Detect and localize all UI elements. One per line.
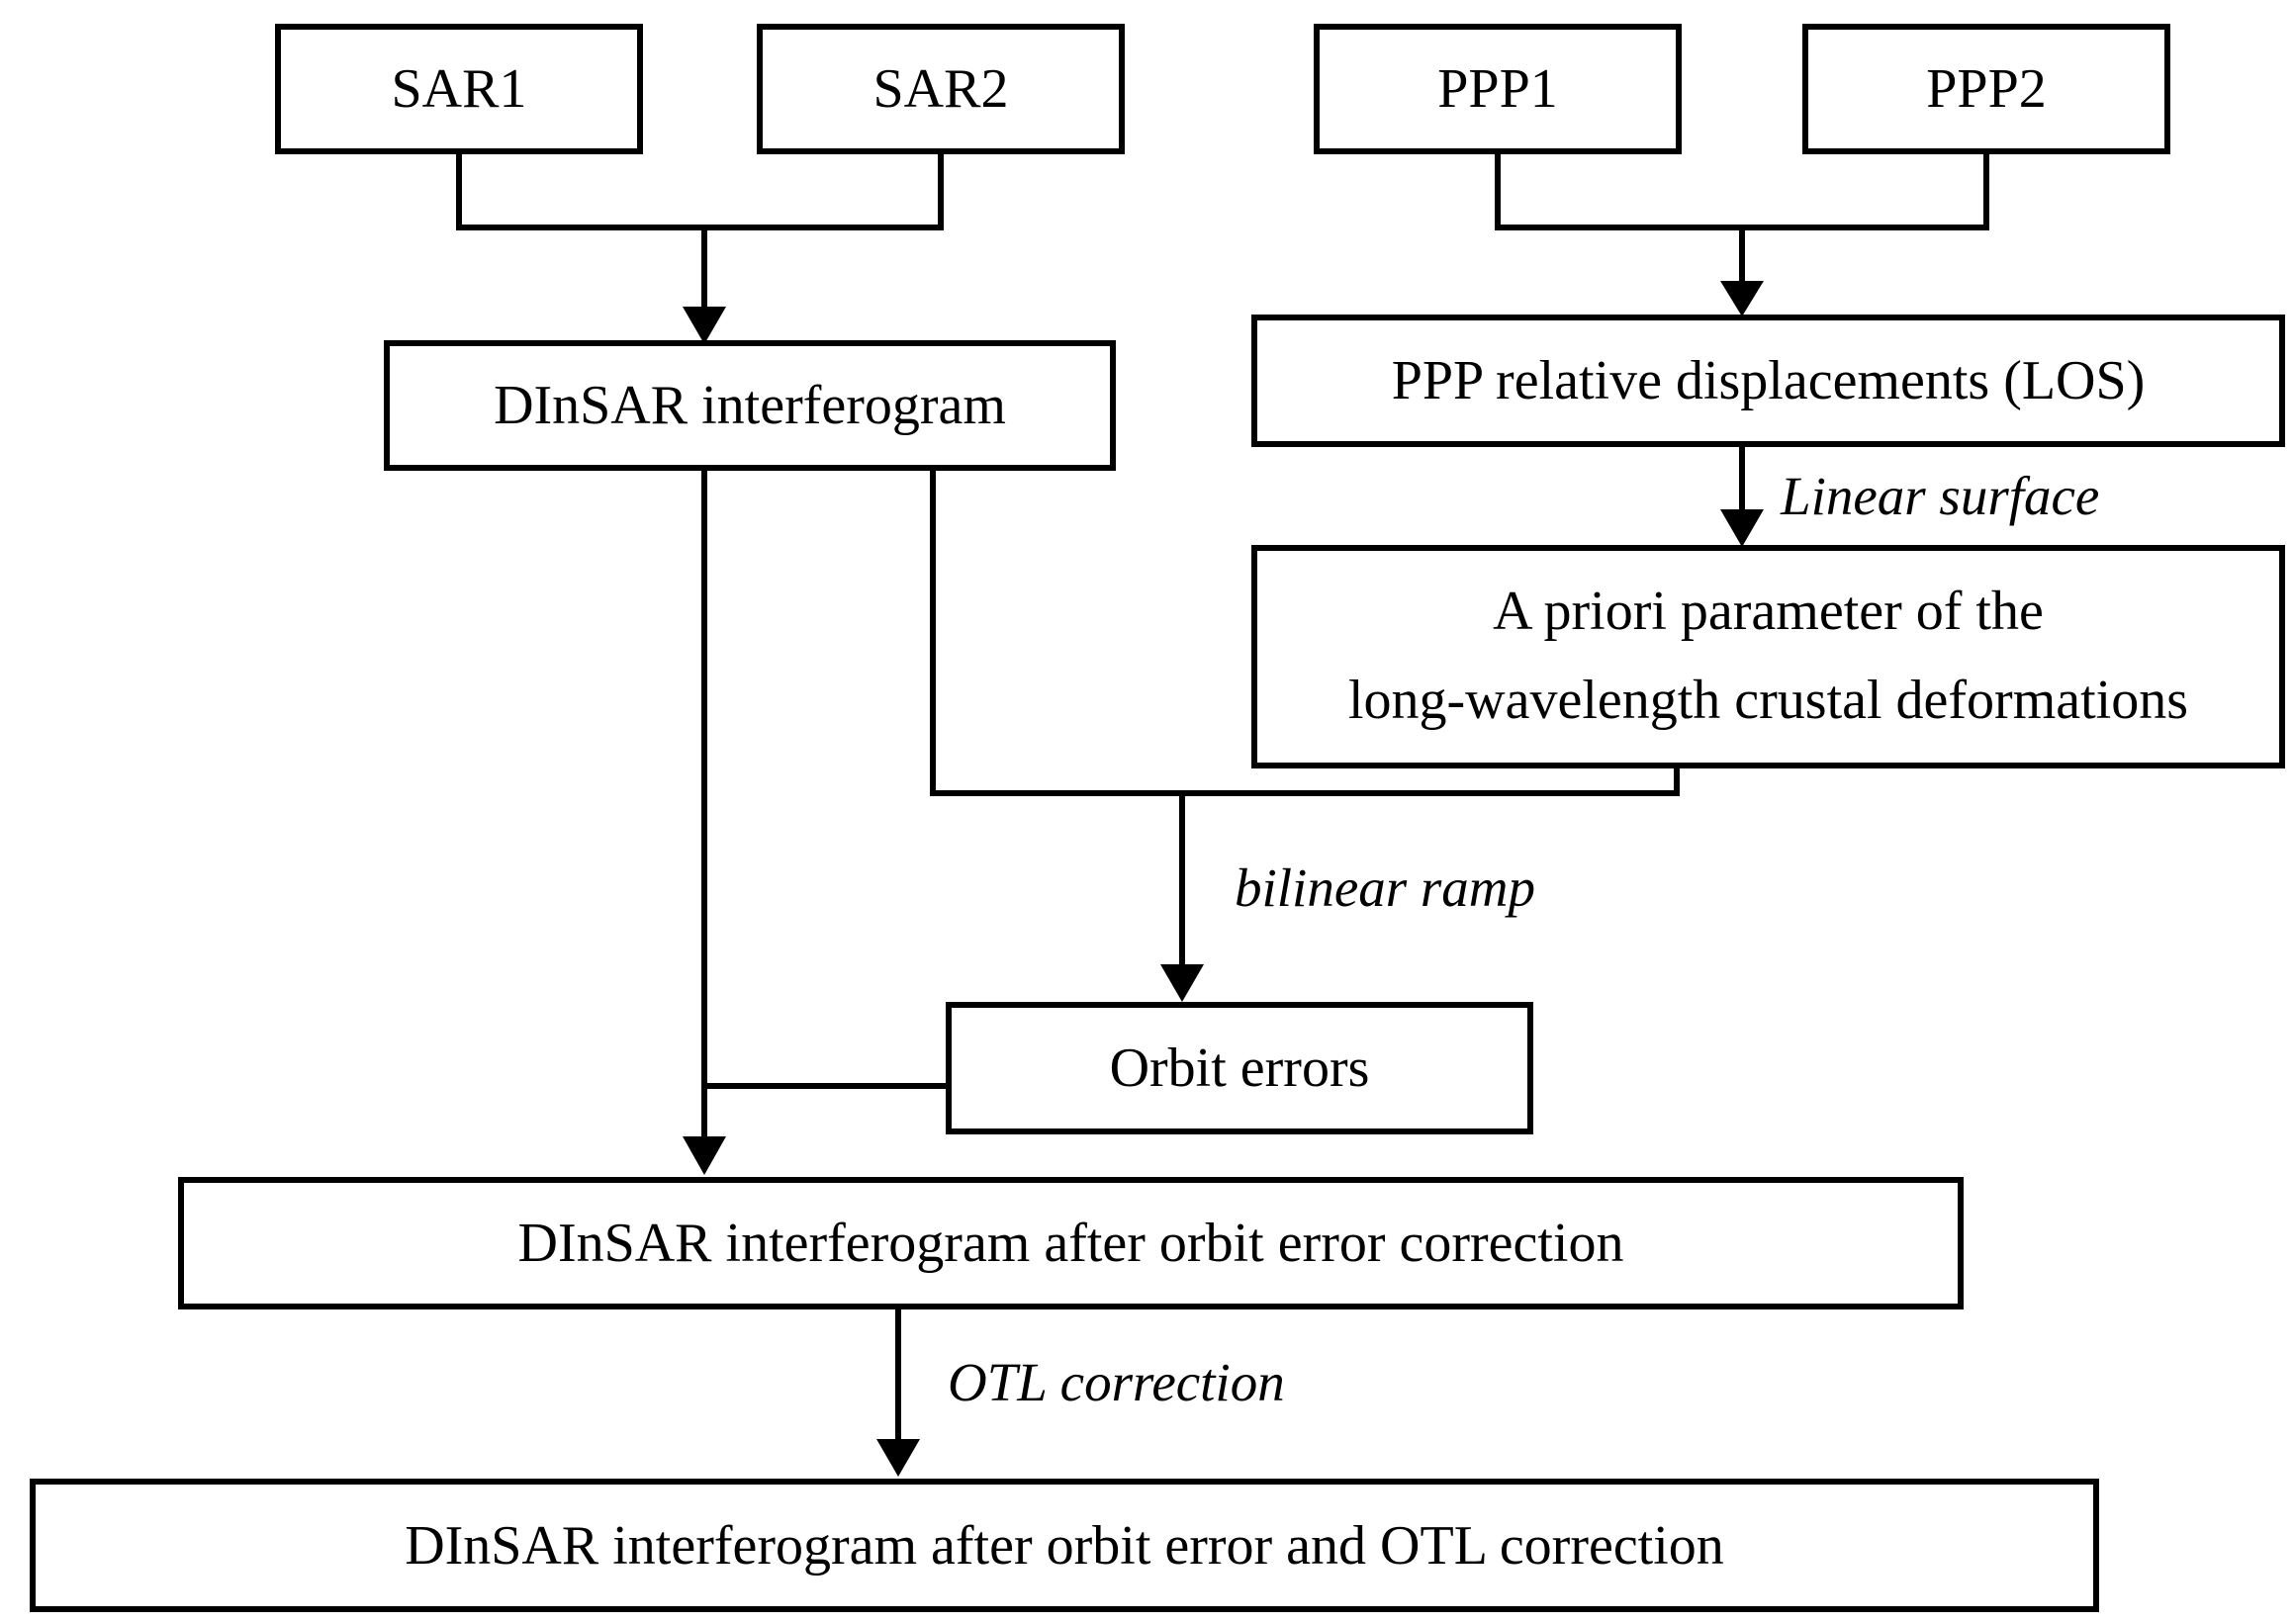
node-sar1: SAR1 — [275, 24, 643, 154]
node-dinsar-after-orbit-otl-label: DInSAR interferogram after orbit error a… — [405, 1514, 1724, 1577]
arrowhead-into-dinsar — [683, 307, 726, 344]
node-ppp1-label: PPP1 — [1437, 58, 1558, 120]
arrowhead-into-orbit-errors — [1160, 964, 1204, 1002]
node-sar2-label: SAR2 — [872, 58, 1009, 120]
node-ppp-relative-displacements-label: PPP relative displacements (LOS) — [1391, 350, 2146, 411]
node-dinsar-after-orbit-otl: DInSAR interferogram after orbit error a… — [30, 1479, 2099, 1612]
edge-label-bilinear-ramp: bilinear ramp — [1235, 857, 1536, 918]
node-dinsar-interferogram: DInSAR interferogram — [384, 340, 1116, 471]
node-orbit-errors: Orbit errors — [946, 1002, 1533, 1134]
arrowhead-into-apriori — [1720, 509, 1764, 547]
arrowhead-into-final-box — [876, 1439, 920, 1477]
node-dinsar-after-orbit-error-label: DInSAR interferogram after orbit error c… — [517, 1213, 1624, 1274]
edge-label-linear-surface: Linear surface — [1781, 466, 2100, 526]
node-ppp2-label: PPP2 — [1926, 58, 2047, 120]
node-dinsar-interferogram-label: DInSAR interferogram — [494, 375, 1006, 436]
node-dinsar-after-orbit-error: DInSAR interferogram after orbit error c… — [178, 1177, 1964, 1309]
arrowhead-into-corrected-interferogram — [683, 1136, 726, 1175]
node-ppp1: PPP1 — [1314, 24, 1682, 154]
node-ppp-relative-displacements: PPP relative displacements (LOS) — [1251, 315, 2285, 447]
node-ppp2: PPP2 — [1802, 24, 2170, 154]
node-orbit-errors-label: Orbit errors — [1109, 1038, 1370, 1099]
node-sar2: SAR2 — [757, 24, 1125, 154]
edge-label-otl-correction: OTL correction — [948, 1352, 1285, 1412]
node-sar1-label: SAR1 — [391, 58, 527, 120]
node-a-priori-parameter: A priori parameter of the long-wavelengt… — [1251, 545, 2285, 768]
node-a-priori-parameter-line2: long-wavelength crustal deformations — [1347, 670, 2189, 731]
arrowhead-into-ppp-displacements — [1720, 281, 1764, 316]
node-a-priori-parameter-line1: A priori parameter of the — [1493, 581, 2044, 643]
